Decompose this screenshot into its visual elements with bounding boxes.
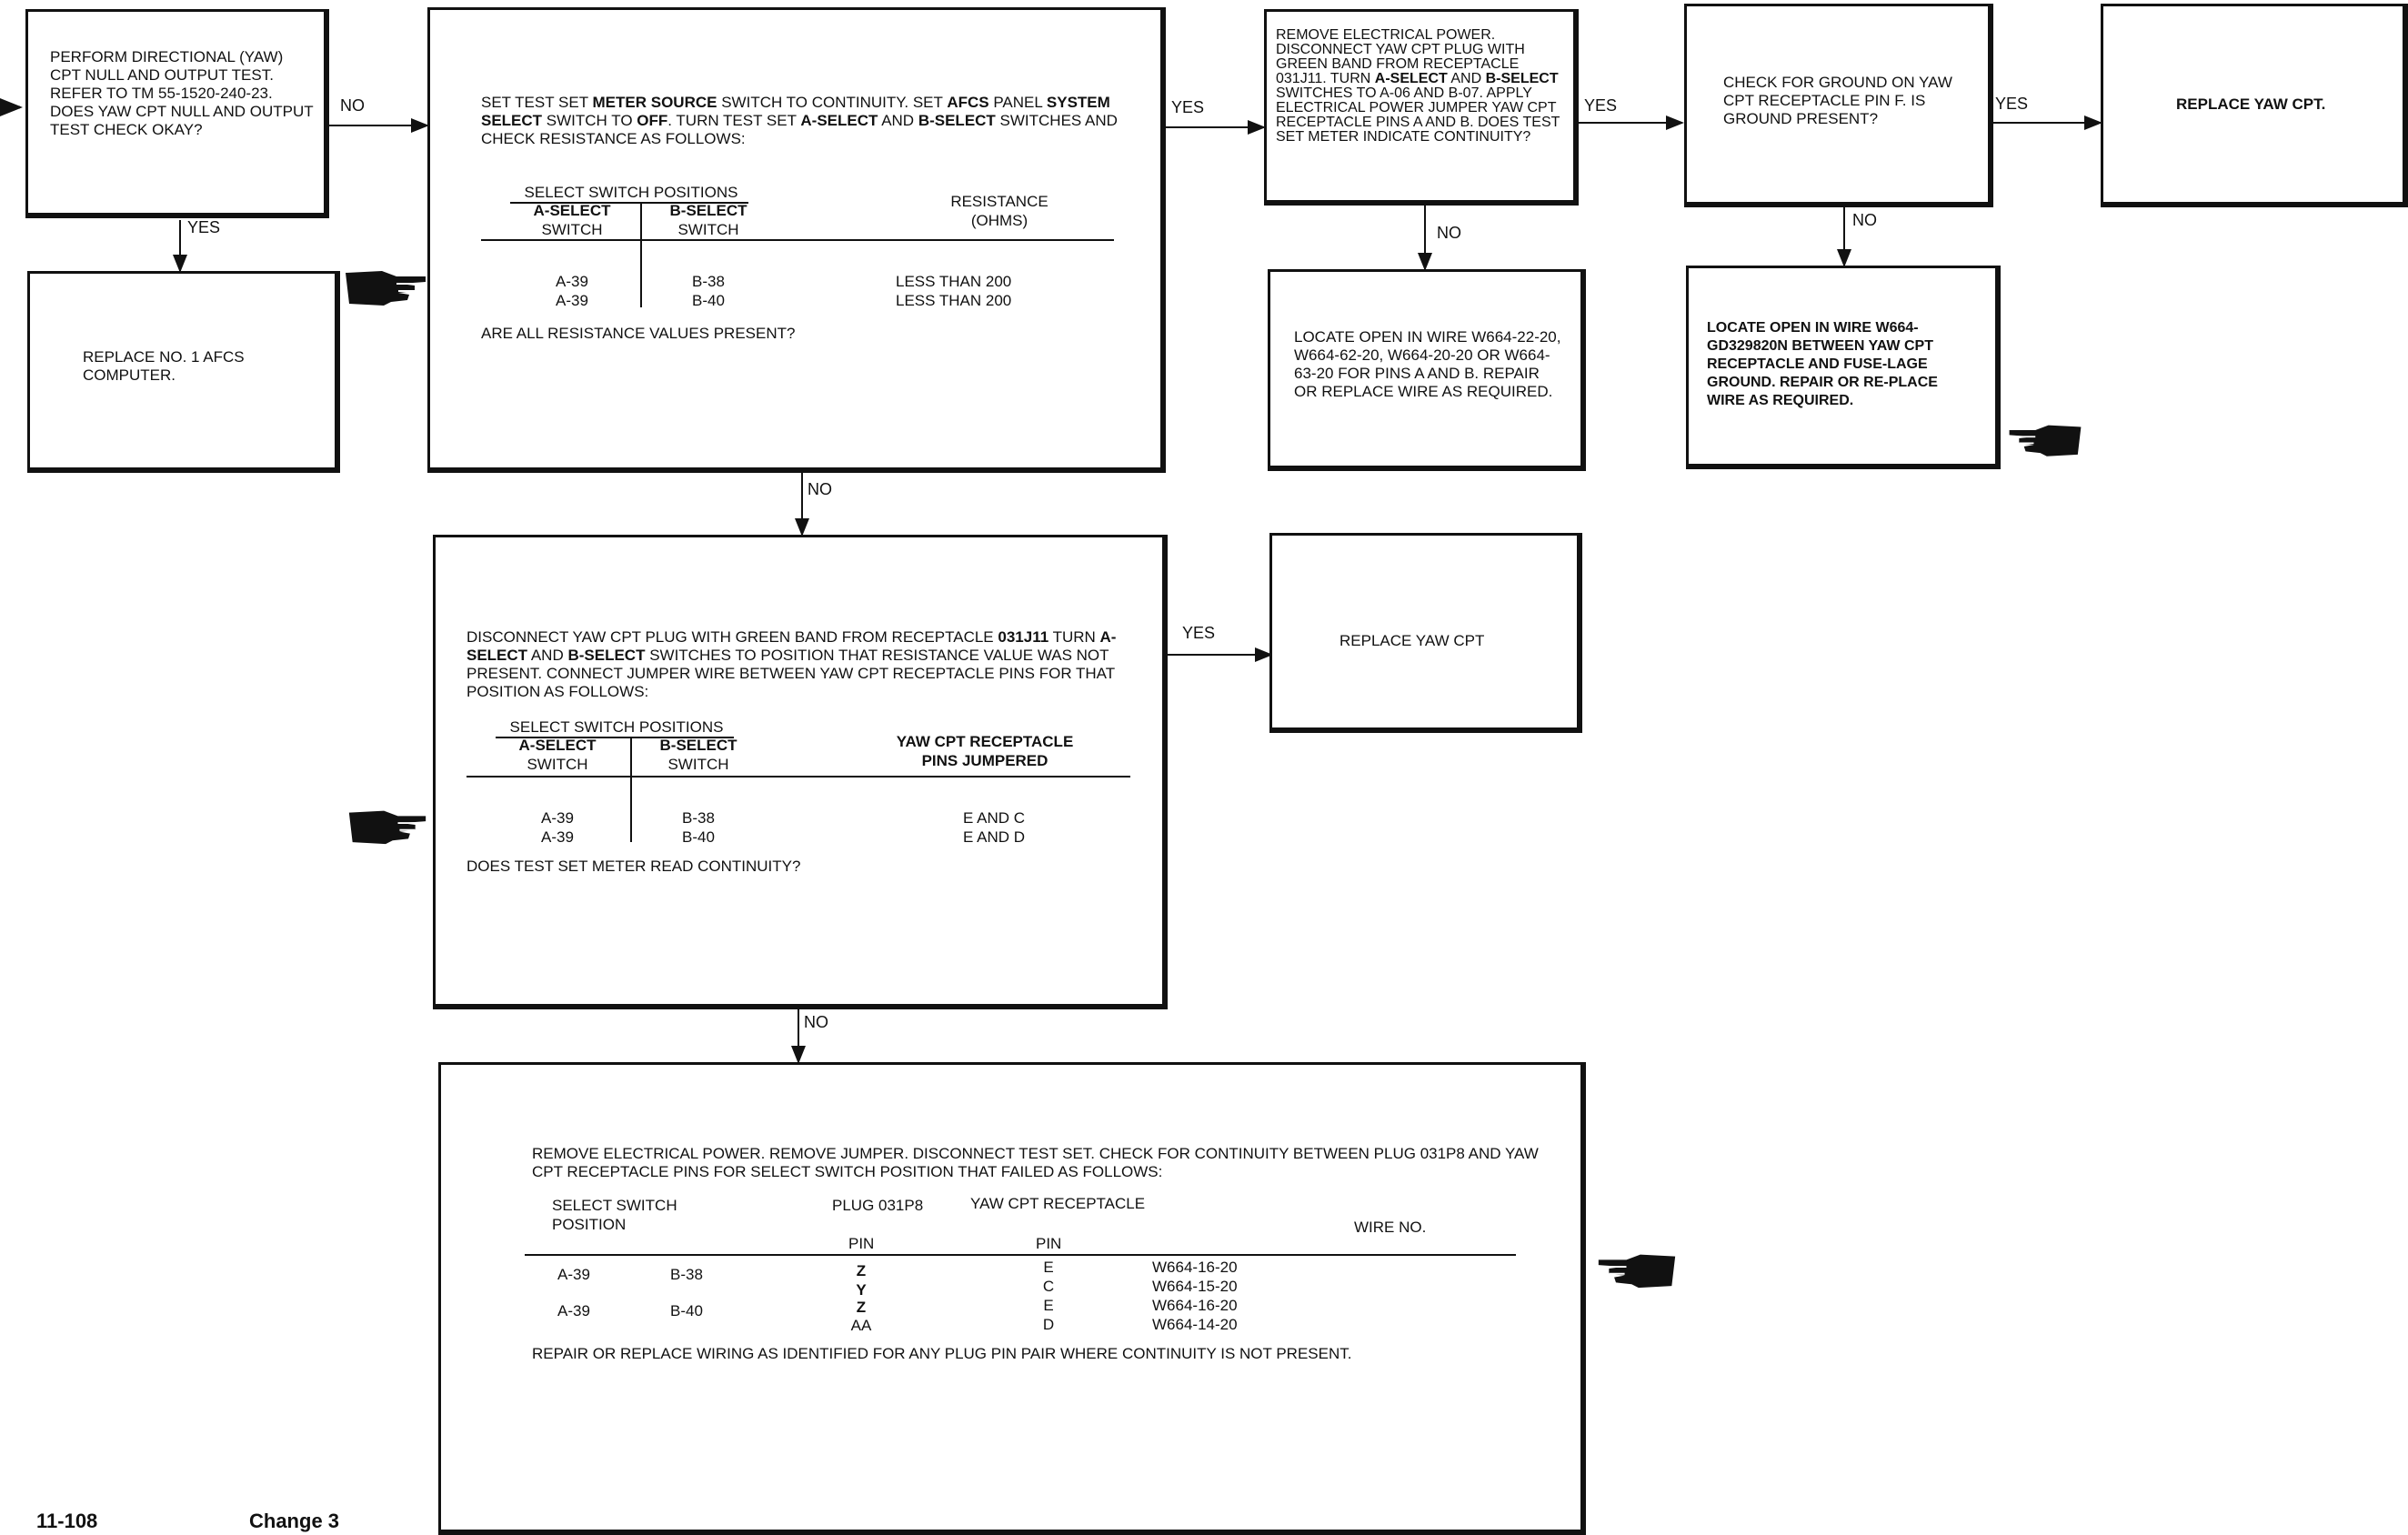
table-group-header: SELECT SWITCH POSITIONS [509, 718, 724, 736]
table-header: SWITCH [541, 221, 603, 238]
table-header: PIN [848, 1235, 875, 1252]
step-box-replace-afcs-computer: REPLACE NO. 1 AFCS COMPUTER. [27, 271, 340, 473]
table-header: SWITCH [667, 756, 729, 773]
step-text: REPLACE NO. 1 AFCS COMPUTER. [83, 348, 245, 384]
step-box-replace-yaw-cpt: REPLACE YAW CPT. [2101, 4, 2408, 207]
step-box-yaw-cpt-test: PERFORM DIRECTIONAL (YAW) CPT NULL AND O… [25, 9, 329, 218]
table-cell: E [1043, 1259, 1054, 1276]
step-text: LOCATE OPEN IN WIRE W664-GD329820N BETWE… [1707, 320, 1938, 408]
table-header: A-SELECT [518, 737, 597, 754]
table-cell: D [1042, 1316, 1055, 1333]
branch-label-yes: YES [1182, 624, 1216, 642]
branch-label-yes: YES [1995, 95, 2029, 113]
table-cell: B-38 [682, 809, 715, 827]
table-cell: A-39 [541, 809, 574, 827]
table-cell: B-40 [670, 1302, 703, 1319]
table-header: SELECT SWITCH [552, 1197, 677, 1214]
step-box-jumper-receptacle-pins: DISCONNECT YAW CPT PLUG WITH GREEN BAND … [433, 535, 1168, 1009]
table-cell: A-39 [557, 1266, 590, 1283]
step-text: REPLACE YAW CPT. [2176, 95, 2326, 113]
table-group-header: SELECT SWITCH POSITIONS [524, 184, 738, 201]
step-box-resistance-check: SET TEST SET METER SOURCE SWITCH TO CONT… [427, 7, 1166, 473]
table-cell: W664-16-20 [1152, 1297, 1238, 1314]
branch-label-no: NO [1437, 224, 1461, 242]
table-cell: E AND D [963, 828, 1026, 846]
table-cell: W664-16-20 [1152, 1259, 1238, 1276]
table-header: (OHMS) [970, 212, 1028, 229]
table-cell: B-40 [692, 292, 725, 309]
table-header: RESISTANCE [950, 193, 1048, 210]
table-cell: A-39 [557, 1302, 590, 1319]
table-cell: LESS THAN 200 [896, 273, 1012, 290]
branch-label-yes: YES [1584, 96, 1618, 115]
step-box-replace-yaw-cpt-2: REPLACE YAW CPT [1269, 533, 1582, 733]
table-header: SWITCH [527, 756, 588, 773]
table-header: A-SELECT [533, 202, 611, 219]
table-cell: B-38 [692, 273, 725, 290]
step-question: DOES TEST SET METER READ CONTINUITY? [467, 858, 801, 875]
step-note: REPAIR OR REPLACE WIRING AS IDENTIFIED F… [532, 1345, 1352, 1362]
step-box-locate-open-wire: LOCATE OPEN IN WIRE W664-22-20, W664-62-… [1268, 269, 1586, 471]
table-cell: W664-15-20 [1152, 1278, 1238, 1295]
table-header: B-SELECT [659, 737, 737, 754]
table-cell: A-39 [556, 273, 588, 290]
table-cell: C [1042, 1278, 1055, 1295]
table-header: PIN [1036, 1235, 1062, 1252]
step-text: SET TEST SET METER SOURCE SWITCH TO CONT… [481, 94, 1118, 147]
change-number: Change 3 [249, 1510, 340, 1532]
table-cell: Z [856, 1262, 867, 1279]
branch-label-yes: YES [187, 218, 221, 236]
table-cell: Z [856, 1299, 867, 1316]
table-cell: LESS THAN 200 [896, 292, 1012, 309]
step-text: LOCATE OPEN IN WIRE W664-22-20, W664-62-… [1294, 328, 1561, 400]
table-cell: E AND C [963, 809, 1026, 827]
resistance-table: SELECT SWITCH POSITIONS A-SELECT SWITCH … [481, 183, 1136, 365]
branch-label-no: NO [340, 96, 365, 115]
branch-label-no: NO [808, 480, 832, 498]
table-cell: E [1043, 1297, 1054, 1314]
step-text: DISCONNECT YAW CPT PLUG WITH GREEN BAND … [467, 628, 1117, 700]
table-cell: W664-14-20 [1152, 1316, 1238, 1333]
step-box-check-ground: CHECK FOR GROUND ON YAW CPT RECEPTACLE P… [1684, 4, 1993, 207]
pointing-hand-icon [348, 810, 426, 845]
step-text: CHECK FOR GROUND ON YAW CPT RECEPTACLE P… [1723, 74, 1952, 127]
table-cell: A-39 [541, 828, 574, 846]
branch-label-no: NO [1852, 211, 1877, 229]
table-cell: B-40 [682, 828, 715, 846]
branch-label-yes: YES [1171, 98, 1205, 116]
table-header: PINS JUMPERED [921, 752, 1048, 769]
table-cell: AA [850, 1317, 872, 1334]
step-question: ARE ALL RESISTANCE VALUES PRESENT? [481, 325, 796, 342]
table-cell: Y [856, 1281, 867, 1299]
table-header: WIRE NO. [1354, 1219, 1427, 1236]
table-header: SWITCH [677, 221, 739, 238]
table-header: YAW CPT RECEPTACLE [896, 733, 1074, 750]
step-box-continuity-check: REMOVE ELECTRICAL POWER. REMOVE JUMPER. … [438, 1062, 1586, 1535]
pointing-hand-icon [2009, 425, 2082, 456]
pointing-hand-icon [346, 271, 426, 306]
table-cell: B-38 [670, 1266, 703, 1283]
page-number: 11-108 [36, 1510, 98, 1532]
step-box-locate-open-ground-wire: LOCATE OPEN IN WIRE W664-GD329820N BETWE… [1686, 266, 2001, 469]
jumper-table: SELECT SWITCH POSITIONS A-SELECT SWITCH … [467, 717, 1139, 872]
continuity-table: SELECT SWITCH POSITION PLUG 031P8 YAW CP… [525, 1195, 1534, 1350]
branch-label-no: NO [804, 1013, 828, 1031]
step-text: REMOVE ELECTRICAL POWER. REMOVE JUMPER. … [532, 1145, 1539, 1180]
step-text: PERFORM DIRECTIONAL (YAW) CPT NULL AND O… [50, 48, 314, 138]
table-header: PLUG 031P8 [832, 1197, 924, 1214]
step-text: REMOVE ELECTRICAL POWER. DISCONNECT YAW … [1276, 27, 1560, 145]
step-text: REPLACE YAW CPT [1339, 632, 1485, 649]
table-header: POSITION [552, 1216, 627, 1233]
pointing-hand-icon [1598, 1254, 1676, 1289]
table-header: YAW CPT RECEPTACLE [970, 1195, 1146, 1212]
table-cell: A-39 [556, 292, 588, 309]
table-header: B-SELECT [669, 202, 747, 219]
step-box-jumper-pins-a-b: REMOVE ELECTRICAL POWER. DISCONNECT YAW … [1264, 9, 1579, 206]
